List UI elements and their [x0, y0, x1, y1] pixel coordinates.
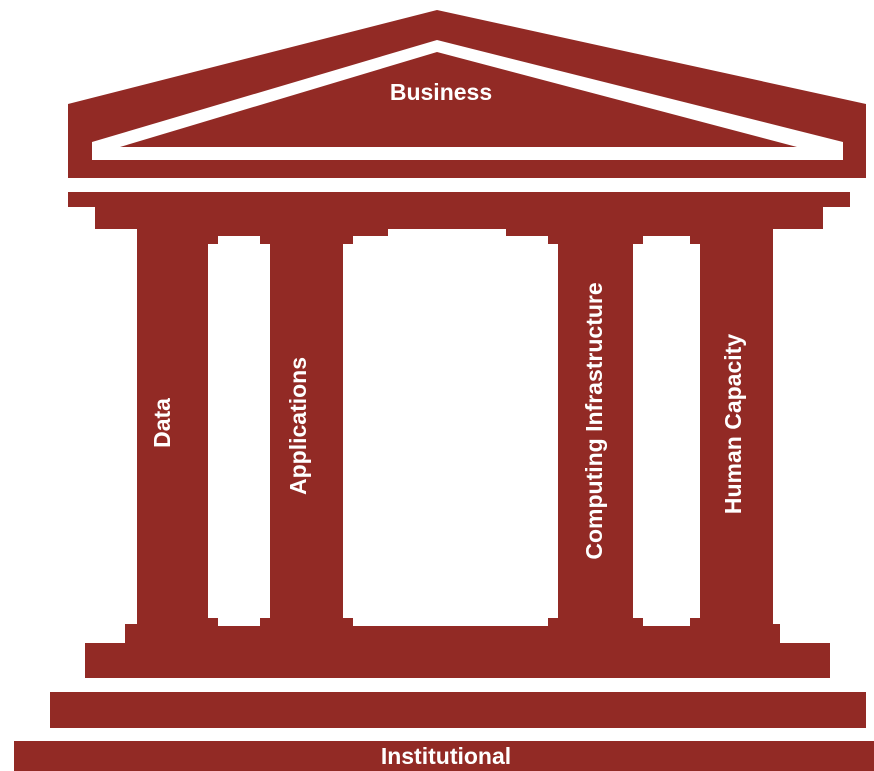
pillar-label-human-capacity: Human Capacity — [720, 334, 746, 514]
pillar-labels: Data Applications Computing Infrastructu… — [149, 282, 746, 559]
pillar-label-applications: Applications — [285, 357, 311, 495]
notch-1-top — [208, 236, 218, 244]
gap-left-outer — [125, 229, 137, 624]
roof-label: Business — [390, 79, 492, 105]
capital-band — [95, 207, 823, 229]
base-step-top — [85, 643, 830, 678]
base-label: Institutional — [381, 743, 511, 769]
roof: Business — [68, 10, 866, 178]
notch-3-bot — [633, 618, 643, 626]
gap-center-top — [388, 229, 506, 237]
notch-3-top — [633, 236, 643, 244]
notch-1-bot — [208, 618, 218, 626]
entablature — [68, 192, 850, 229]
notch-c-bot-r — [548, 618, 558, 626]
base: Institutional — [14, 643, 874, 771]
notch-c-top — [343, 236, 353, 244]
column-notches — [208, 236, 700, 636]
notch-3-bot-r — [690, 618, 700, 626]
gap-1 — [208, 236, 270, 626]
pillar-label-data: Data — [149, 398, 175, 448]
base-step-bottom — [14, 741, 874, 771]
gap-3 — [633, 236, 700, 626]
notch-c-bot-mid — [407, 632, 495, 636]
pillar-label-computing-infrastructure: Computing Infrastructure — [581, 282, 607, 559]
architrave — [68, 192, 850, 207]
notch-1-top-r — [260, 236, 270, 244]
base-step-middle — [50, 692, 866, 728]
roof-inner-fill — [120, 52, 797, 147]
notch-3-top-r — [690, 236, 700, 244]
gap-right-outer — [773, 229, 780, 624]
gap-center — [343, 236, 558, 626]
notch-1-bot-r — [260, 618, 270, 626]
column-gaps — [125, 229, 780, 626]
notch-c-top-r — [548, 236, 558, 244]
notch-c-bot — [343, 618, 353, 626]
